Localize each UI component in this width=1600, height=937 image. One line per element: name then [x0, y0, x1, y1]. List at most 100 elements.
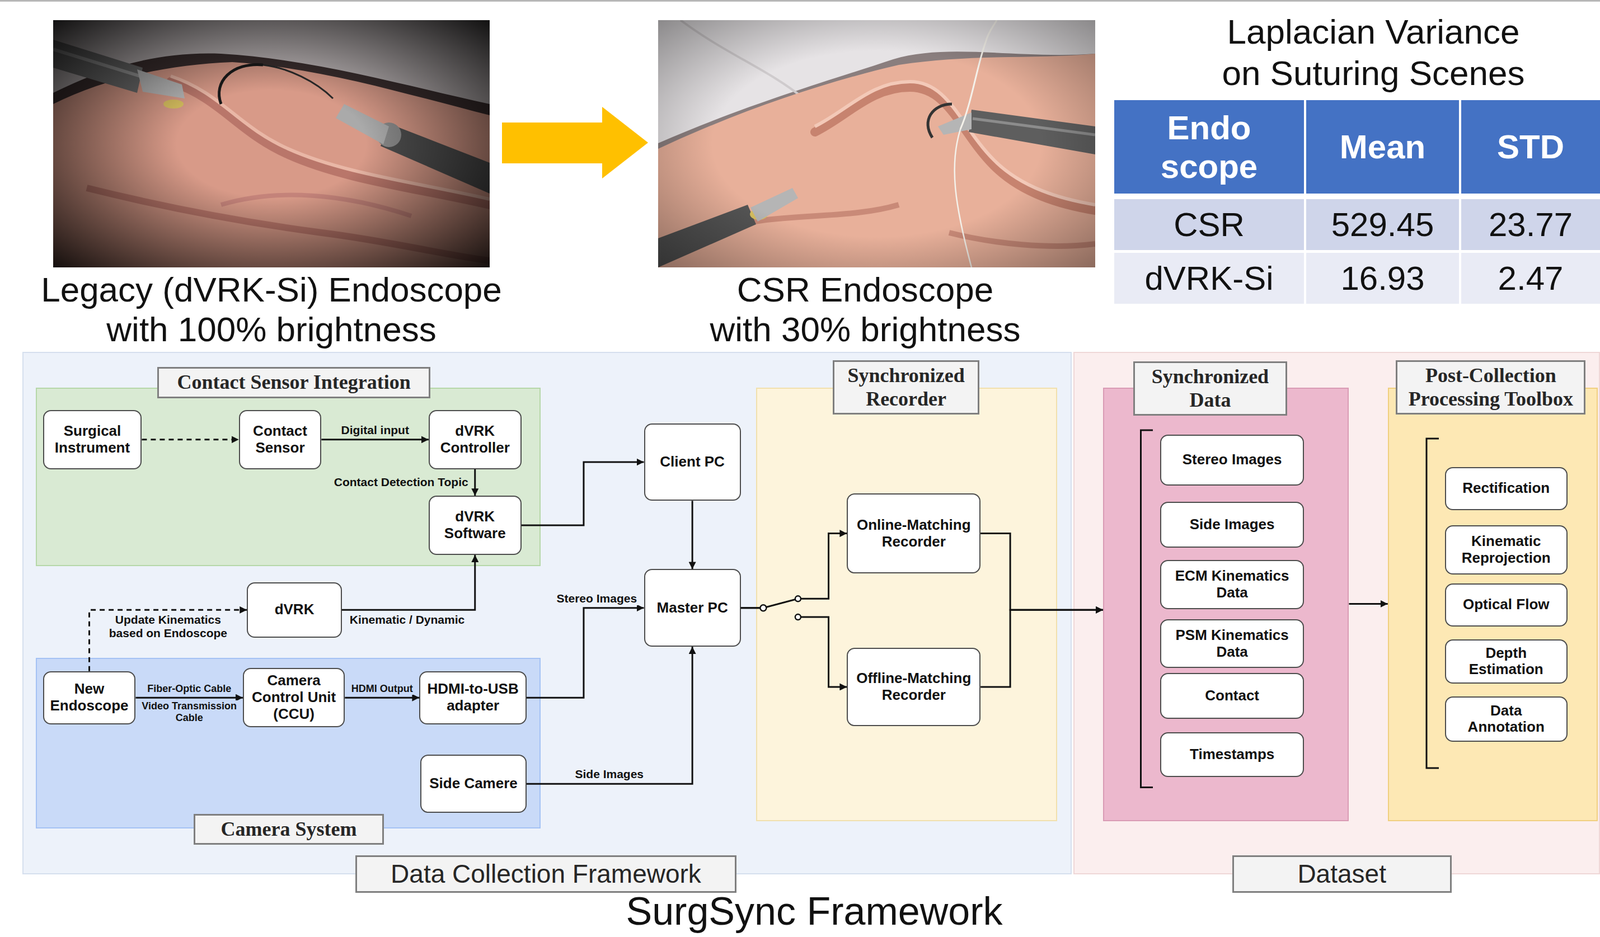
region-panel: DatasetSynchronized DataStereo ImagesSid… — [1073, 352, 1600, 875]
region-panel: Camera SystemNew EndoscopeCamera Control… — [35, 658, 542, 829]
table-cell — [1306, 252, 1459, 304]
edge-label-holder: HDMI Output — [350, 683, 415, 696]
connector-arrow — [321, 438, 429, 441]
instrument-shaft — [968, 109, 1096, 155]
process-box: ECM Kinematics Data — [1160, 560, 1304, 610]
region-title: Dataset — [1232, 855, 1452, 894]
box-label: Camera Control Unit (CCU) — [249, 672, 339, 724]
edge-label-holder: Contact Detection Topic — [332, 475, 470, 490]
box-label: New Endoscope — [49, 681, 130, 715]
instrument-shaft — [658, 204, 757, 268]
process-box: Depth Estimation — [1444, 639, 1568, 684]
figure-caption: SurgSync Framework — [626, 892, 1003, 932]
edge-label: HDMI Output — [350, 683, 415, 696]
box-label: Optical Flow — [1451, 596, 1561, 614]
box-label: Surgical Instrument — [49, 423, 136, 457]
table-header-cell — [1306, 100, 1459, 194]
table-cell: 529.45 — [1310, 205, 1456, 245]
label-holder: CSR — [1119, 205, 1299, 245]
box-label: Rectification — [1451, 480, 1561, 497]
process-box: dVRK — [246, 582, 342, 638]
connector-arrow — [1348, 603, 1388, 605]
label-holder: 16.93 — [1310, 259, 1456, 298]
needle — [927, 104, 952, 138]
connector-arrow — [89, 610, 248, 672]
pad-ridge — [814, 87, 1096, 211]
box-label: Depth Estimation — [1451, 645, 1561, 679]
pad-ridge — [814, 81, 1096, 205]
label-holder: 23.77 — [1466, 205, 1595, 245]
box-label: Client PC — [650, 453, 735, 471]
region-panel: Synchronized DataStereo ImagesSide Image… — [1103, 387, 1349, 822]
instrument-shine — [53, 49, 140, 77]
label-holder: 2.47 — [1466, 259, 1595, 298]
pad-ridge — [221, 195, 412, 217]
box-label: Kinematic Reprojection — [1451, 533, 1561, 567]
table-cell: 2.47 — [1466, 259, 1595, 298]
connector-arrow — [526, 646, 693, 785]
connector-arrow — [344, 697, 420, 699]
table-header-cell — [1461, 100, 1600, 194]
box-label: PSM Kinematics Data — [1166, 627, 1298, 661]
box-label: Offline-Matching Recorder — [853, 670, 974, 705]
pad-ridge — [170, 81, 490, 205]
instrument-band — [163, 99, 184, 109]
list-bracket — [1426, 438, 1439, 769]
region-title: Camera System — [193, 814, 384, 846]
process-box: Camera Control Unit (CCU) — [242, 668, 345, 728]
box-label: Stereo Images — [1166, 451, 1298, 469]
instrument-shine — [972, 118, 1096, 135]
box-label: Contact — [1166, 687, 1298, 705]
box-label: Contact Sensor — [245, 423, 316, 457]
caption-text: CSR Endoscope with 30% brightness — [705, 269, 1025, 350]
table-cell — [1114, 199, 1304, 251]
connector-arrow — [135, 697, 243, 699]
edge-label: Stereo Images — [555, 592, 639, 606]
caption-text: Legacy (dVRK-Si) Endoscope with 100% bri… — [25, 269, 518, 350]
process-box: Side Camere — [420, 754, 527, 814]
region-title-holder: Post-Collection Processing Toolbox — [1395, 360, 1586, 415]
box-label: Master PC — [650, 599, 735, 617]
process-box: Stereo Images — [1160, 434, 1304, 486]
switch-contact — [795, 614, 801, 621]
instrument-wrist — [376, 122, 402, 148]
vignette — [658, 20, 1096, 268]
label-holder: Endo scope — [1125, 108, 1294, 186]
process-box: dVRK Controller — [428, 410, 522, 470]
drape — [53, 20, 490, 105]
process-box: New Endoscope — [43, 671, 136, 725]
box-label: Online-Matching Recorder — [853, 517, 974, 551]
edge-label: Fiber-Optic Cable — [146, 683, 233, 696]
pad-ridge — [170, 76, 490, 200]
drape — [658, 20, 1096, 144]
region-title-holder: Contact Sensor Integration — [157, 367, 431, 398]
process-box: Rectification — [1444, 467, 1568, 511]
box-label: Side Images — [1166, 516, 1298, 534]
box-label: dVRK Controller — [435, 423, 515, 457]
region-panel: Synchronized RecorderOnline-Matching Rec… — [756, 387, 1058, 822]
process-box: Kinematic Reprojection — [1444, 525, 1568, 575]
box-label: Side Camere — [427, 775, 520, 793]
process-box: HDMI-to-USB adapter — [419, 671, 527, 725]
connector-arrow — [526, 608, 645, 698]
instrument-jaw — [137, 69, 185, 99]
process-box: Master PC — [644, 569, 741, 647]
edge-label-holder: Side Images — [573, 767, 645, 782]
edge-label: Contact Detection Topic — [332, 475, 470, 490]
connector-arrow — [691, 500, 694, 570]
process-box: dVRK Software — [428, 495, 522, 556]
table-cell: dVRK-Si — [1119, 259, 1299, 298]
table-header: Mean — [1310, 127, 1456, 167]
connector-arrow — [980, 533, 1104, 611]
table-header: STD — [1466, 127, 1595, 167]
pad-ridge — [949, 232, 1096, 247]
switch-contact — [795, 596, 801, 602]
edge-label-holder: Stereo Images — [555, 592, 639, 606]
thread — [954, 129, 972, 268]
label-holder: Video Transmission Cable — [137, 700, 241, 724]
table-cell — [1114, 252, 1304, 304]
region-title-holder: Dataset — [1232, 855, 1452, 894]
edge-label: Update Kinematics based on Endoscope — [103, 613, 233, 641]
thread — [263, 64, 333, 99]
